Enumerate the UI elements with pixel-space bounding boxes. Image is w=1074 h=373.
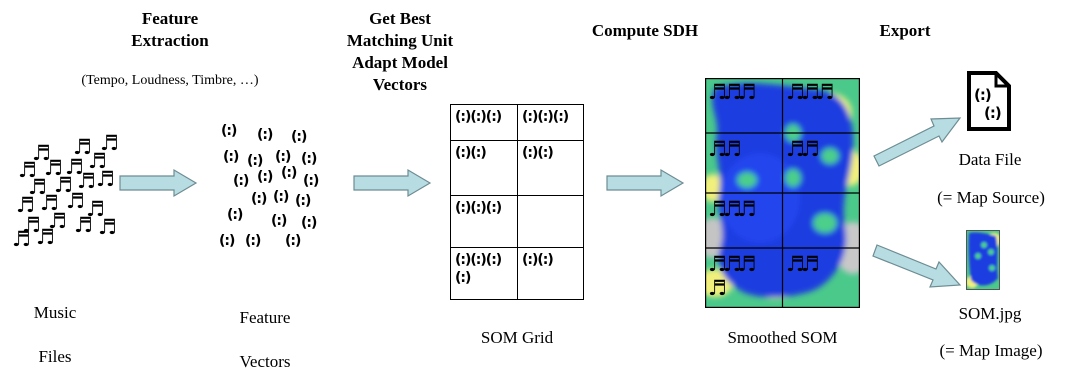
feature-vector-icon: (:) (275, 149, 291, 165)
feature-vector-icon: (:) (303, 173, 319, 189)
feature-vector-icon: (:) (285, 233, 301, 249)
som-jpg-label: SOM.jpg (958, 304, 1022, 323)
feature-vector-icon: (:) (257, 169, 273, 185)
feature-vector-icon: (:) (291, 129, 307, 145)
feature-vector-icon: (:) (251, 191, 267, 207)
music-files-cluster: ♬ ♬ ♬ ♬ ♬ ♬ ♬ ♬ ♬ ♬ ♬ ♬ ♬ ♬ ♬ ♬ ♬ ♬ ♬ ♬ … (10, 125, 120, 250)
music-files-label: Music Files (33, 303, 77, 366)
bmu-title: Get Best Matching Unit Adapt Model Vecto… (346, 9, 454, 94)
music-note-icon: ♬ (74, 213, 93, 237)
feature-vector-icon: (:) (974, 86, 992, 104)
grid-line (517, 105, 518, 299)
grid-cell: (:)(:)(:) (522, 109, 569, 125)
som-thumbnail-icon (966, 230, 1000, 290)
som-grid: (:)(:)(:) (:)(:)(:) (:)(:) (:)(:) (:)(:)… (450, 104, 584, 300)
grid-cell: (:)(:) (522, 145, 554, 161)
feature-vector-icon: (:) (233, 173, 249, 189)
feature-vector-icon: (:) (219, 233, 235, 249)
music-note-icon: ♬ (88, 149, 107, 173)
feature-extraction-subtitle: (Tempo, Loudness, Timbre, …) (81, 73, 259, 88)
smoothed-cell: ♬♬♬ (786, 80, 835, 104)
music-note-icon: ♬ (54, 173, 73, 197)
arrow-right-icon (606, 168, 685, 198)
smoothed-cell: ♬♬ (786, 252, 820, 276)
grid-cell (518, 196, 584, 247)
smoothed-cell: ♬♬♬ ♬ (708, 252, 757, 300)
feature-vector-icon: (:) (245, 233, 261, 249)
smoothed-cell: ♬♬♬ (708, 80, 757, 104)
feature-vector-icon: (:) (295, 193, 311, 209)
feature-vectors-label: Feature Vectors (239, 308, 291, 371)
feature-vector-icon: (:) (247, 153, 263, 169)
grid-cell: (:)(:)(:) (455, 200, 502, 216)
feature-vector-icon: (:) (227, 207, 243, 223)
grid-cell: (:)(:) (455, 145, 487, 161)
feature-vector-icon: (:) (281, 165, 297, 181)
map-image-label: (= Map Image) (939, 341, 1043, 360)
music-note-icon: ♬ (77, 169, 96, 193)
feature-vector-icon: (:) (301, 215, 317, 231)
grid-cell: (:)(:) (522, 252, 554, 268)
music-note-icon: ♬ (36, 225, 55, 249)
feature-extraction-title: Feature Extraction (131, 9, 209, 50)
smoothed-cell: ♬♬ (786, 137, 820, 161)
smoothed-som-label: Smoothed SOM (727, 328, 838, 347)
music-note-icon: ♬ (98, 215, 117, 239)
music-note-icon: ♬ (73, 135, 92, 159)
feature-vector-icon: (:) (984, 104, 1002, 122)
smoothed-som-map (705, 78, 860, 308)
grid-line (451, 247, 583, 248)
music-note-icon: ♬ (22, 213, 41, 237)
feature-vector-icon: (:) (223, 149, 239, 165)
smoothed-cell: ♬♬ (708, 137, 742, 161)
feature-vectors-cluster: (:) (:) (:) (:) (:) (:) (:) (:) (:) (:) … (215, 122, 325, 252)
feature-vector-icon: (:) (257, 127, 273, 143)
music-note-icon: ♬ (66, 189, 85, 213)
music-note-icon: ♬ (86, 197, 105, 221)
music-note-icon: ♬ (18, 158, 37, 182)
music-note-icon: ♬ (40, 191, 59, 215)
feature-vector-icon: (:) (221, 123, 237, 139)
music-note-icon: ♬ (65, 155, 84, 179)
music-note-icon: ♬ (48, 209, 67, 233)
music-note-icon: ♬ (12, 227, 31, 251)
smoothed-cell: ♬♬♬ (708, 197, 757, 221)
grid-cell: (:)(:)(:) (:) (455, 252, 502, 286)
music-note-icon: ♬ (44, 156, 63, 180)
som-grid-label: SOM Grid (480, 328, 554, 347)
sdh-title: Compute SDH (591, 21, 699, 40)
music-note-icon: ♬ (100, 131, 119, 155)
music-note-icon: ♬ (96, 167, 115, 191)
arrow-down-right-icon (872, 244, 962, 288)
music-note-icon: ♬ (28, 175, 47, 199)
feature-vector-icon: (:) (273, 189, 289, 205)
grid-cell: (:)(:)(:) (455, 109, 502, 125)
arrow-right-icon (353, 168, 432, 198)
grid-line (451, 140, 583, 141)
feature-vector-icon: (:) (271, 213, 287, 229)
arrow-up-right-icon (873, 117, 962, 167)
document-icon (967, 71, 1011, 131)
map-source-label: (= Map Source) (937, 188, 1045, 207)
export-title: Export (879, 21, 931, 40)
music-note-icon: ♬ (16, 193, 35, 217)
grid-line (451, 195, 583, 196)
arrow-right-icon (119, 168, 198, 198)
music-note-icon: ♬ (32, 141, 51, 165)
feature-vector-icon: (:) (301, 151, 317, 167)
data-file-label: Data File (958, 150, 1022, 169)
